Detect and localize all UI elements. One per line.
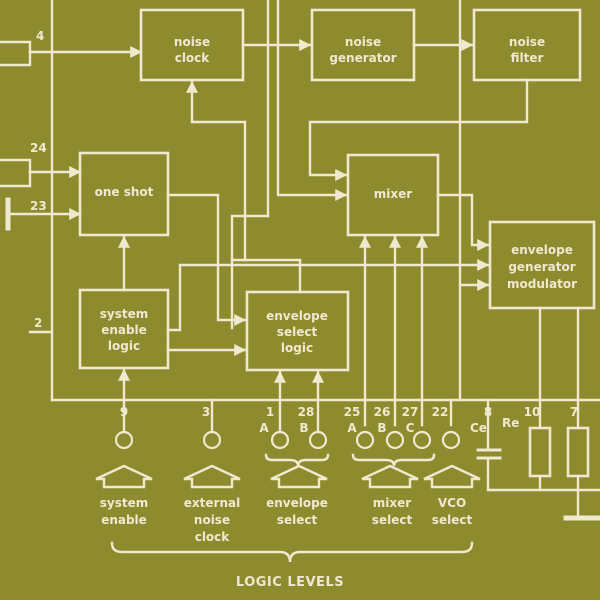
pin-22: 22 [432, 405, 449, 419]
logic-levels-label: LOGIC LEVELS [236, 575, 344, 590]
noise-generator-line-1: noise [345, 35, 381, 49]
egm-line-3: modulator [507, 277, 577, 291]
mixer-select-line-2: select [372, 513, 413, 527]
pin-9-terminal [114, 430, 134, 450]
env-letter-b: B [299, 421, 308, 435]
bottom-pins: 9 3 1 A 28 B 25 A 26 B 27 C 22 8 10 7 [114, 398, 578, 450]
block-noise-clock: noise clock [139, 8, 245, 82]
input-labels: system enable external noise clock envel… [100, 496, 473, 544]
block-mixer: mixer [346, 153, 440, 237]
pin-group-brackets [264, 453, 436, 467]
noise-clock-line-2: clock [175, 51, 211, 65]
mixer-label: mixer [374, 187, 412, 201]
pin-23: 23 [30, 199, 47, 213]
pin-27-terminal [412, 430, 432, 450]
pin-7: 7 [570, 405, 578, 419]
side-pin-stubs [0, 40, 143, 334]
sel-line-3: logic [108, 339, 140, 353]
envelope-select-line-2: select [277, 513, 318, 527]
vco-select-line-2: select [432, 513, 473, 527]
sel-line-2: enable [101, 323, 147, 337]
pin-9: 9 [120, 405, 128, 419]
frame-lines [50, 0, 600, 402]
pin-25: 25 [344, 405, 361, 419]
pin-10: 10 [524, 405, 541, 419]
external-noise-clock-line-2: noise [194, 513, 230, 527]
pin-1: 1 [266, 405, 274, 419]
pin-2: 2 [34, 316, 42, 330]
up-arrow-icon [270, 464, 328, 489]
logic-levels-bracket: LOGIC LEVELS [110, 541, 474, 590]
pin-28: 28 [298, 405, 315, 419]
external-noise-clock-line-3: clock [195, 530, 231, 544]
mix-letter-b: B [377, 421, 386, 435]
pin-1-terminal [270, 430, 290, 450]
esl-line-1: envelope [266, 309, 328, 323]
envelope-select-line-1: envelope [266, 496, 328, 510]
noise-clock-line-1: noise [174, 35, 210, 49]
block-envelope-generator-modulator: envelope generator modulator [488, 220, 596, 310]
up-arrow-icon [361, 464, 419, 489]
side-pin-numbers: 4 24 23 2 [30, 29, 47, 330]
env-letter-a: A [259, 421, 269, 435]
up-arrow-icon [183, 464, 241, 489]
pin-26-terminal [385, 430, 405, 450]
input-arrows [95, 464, 481, 489]
system-enable-line-1: system [100, 496, 149, 510]
pin-27: 27 [402, 405, 419, 419]
signal-lines [118, 39, 580, 427]
pin-25-terminal [355, 430, 375, 450]
egm-line-2: generator [508, 260, 575, 274]
re-label: Re [502, 416, 519, 430]
system-enable-line-2: enable [101, 513, 147, 527]
vco-select-line-1: VCO [438, 496, 466, 510]
noise-generator-line-2: generator [329, 51, 396, 65]
pin-3-terminal [202, 430, 222, 450]
mix-letter-c: C [406, 421, 415, 435]
noise-filter-line-2: filter [511, 51, 544, 65]
noise-filter-line-1: noise [509, 35, 545, 49]
block-noise-filter: noise filter [472, 8, 582, 82]
block-envelope-select-logic: envelope select logic [245, 290, 350, 372]
external-noise-clock-line-1: external [184, 496, 240, 510]
sel-line-1: system [100, 307, 149, 321]
esl-line-2: select [277, 325, 318, 339]
up-arrow-icon [95, 464, 153, 489]
block-system-enable-logic: system enable logic [78, 288, 170, 370]
external-components: Ce Re [470, 398, 600, 521]
block-noise-generator: noise generator [310, 8, 416, 82]
up-arrow-icon [423, 464, 481, 489]
block-one-shot: one shot [78, 151, 170, 237]
resistor-re [528, 426, 552, 478]
pin-24: 24 [30, 141, 47, 155]
pin-4: 4 [36, 29, 44, 43]
egm-line-1: envelope [511, 243, 573, 257]
ce-label: Ce [470, 421, 487, 435]
esl-line-3: logic [281, 341, 313, 355]
resistor-pin-7 [566, 426, 590, 478]
pin-22-terminal [441, 430, 461, 450]
mixer-select-line-1: mixer [373, 496, 411, 510]
pin-26: 26 [374, 405, 391, 419]
mix-letter-a: A [347, 421, 357, 435]
pin-28-terminal [308, 430, 328, 450]
one-shot-label: one shot [95, 185, 154, 199]
pin-3: 3 [202, 405, 210, 419]
